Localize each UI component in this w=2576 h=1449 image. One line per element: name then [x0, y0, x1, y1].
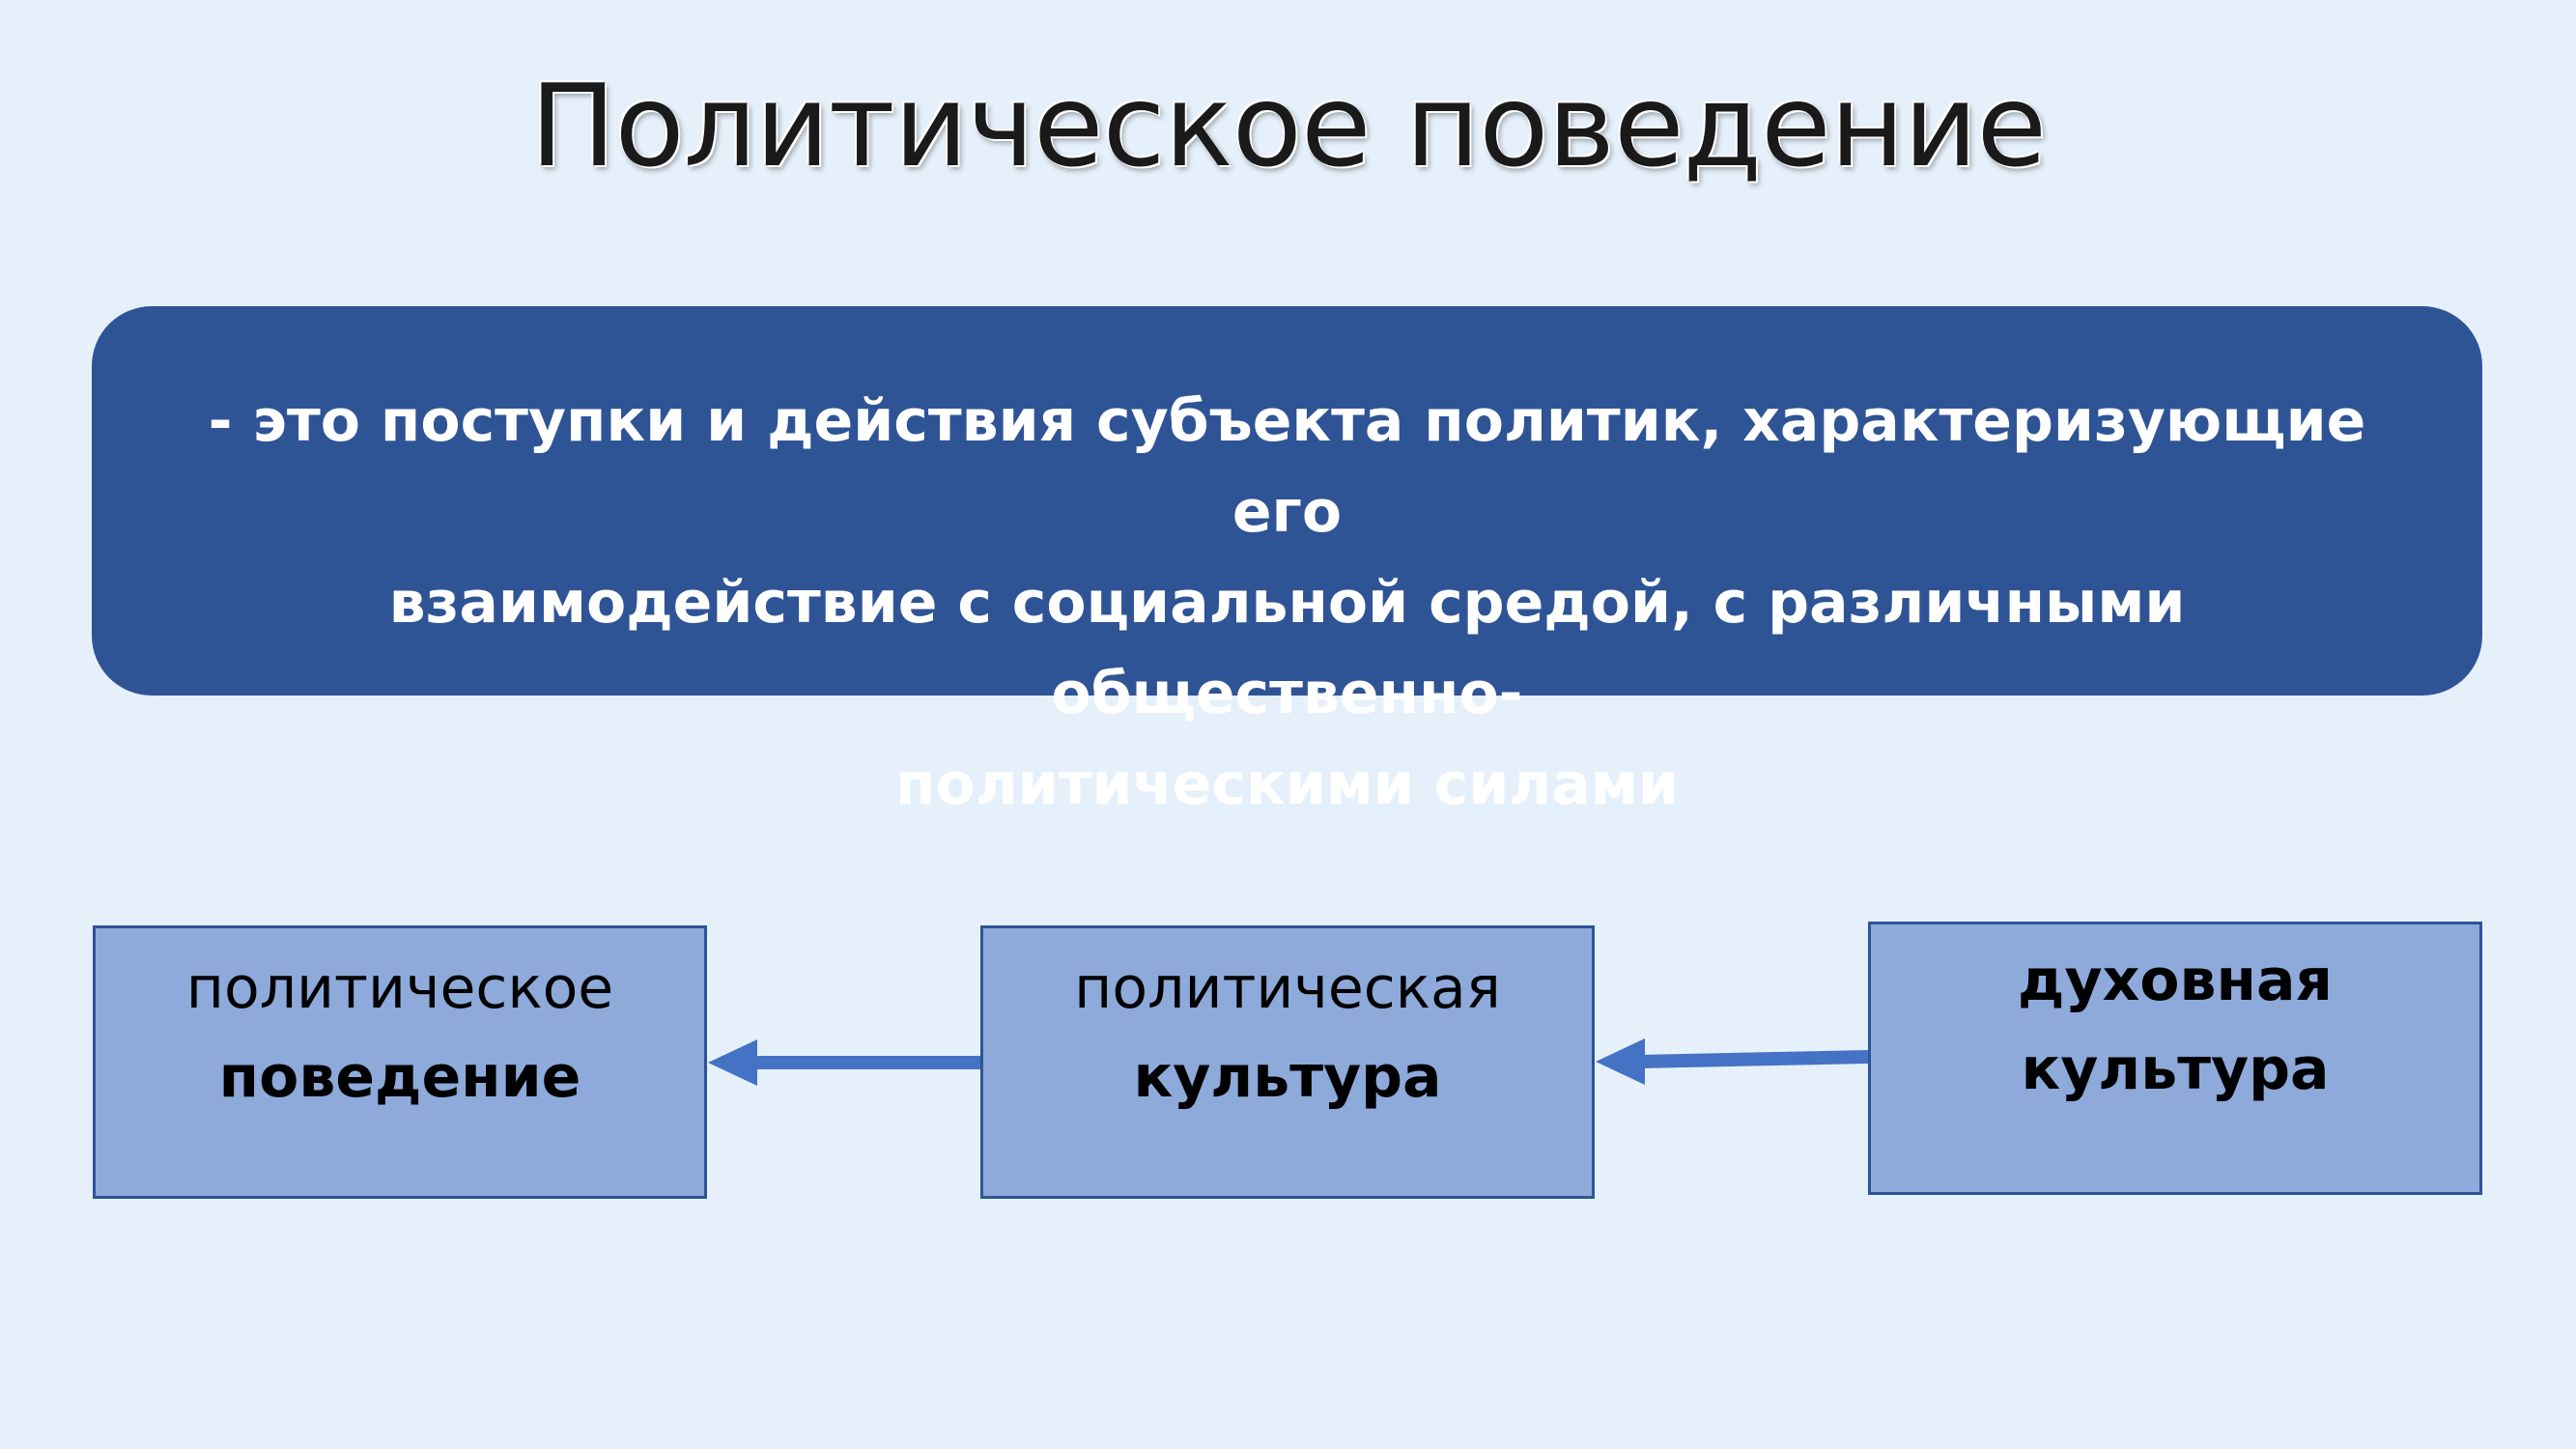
arrow-culture-to-behavior-head — [708, 1039, 757, 1086]
definition-line-1: - это поступки и действия субъекта полит… — [208, 387, 2366, 546]
definition-box: - это поступки и действия субъекта полит… — [92, 306, 2482, 818]
box-political-culture-line-1: политическая — [1074, 954, 1501, 1022]
box-political-culture: политическая культура — [980, 925, 1595, 1199]
box-political-behavior-line-2: поведение — [218, 1043, 581, 1111]
box-spiritual-culture-line-1: духовная — [2018, 947, 2333, 1014]
definition-line-2: взаимодействие с социальной средой, с ра… — [388, 569, 2186, 727]
arrow-spiritual-to-political — [1596, 1038, 1869, 1085]
arrow-spiritual-to-political-shaft — [1638, 1050, 1869, 1068]
arrow-culture-to-behavior — [708, 1039, 980, 1086]
slide-title: Политическое поведение — [529, 59, 2047, 192]
definition-line-3: политическими силами — [895, 751, 1679, 818]
box-political-behavior: политическое поведение — [93, 925, 707, 1199]
box-political-culture-line-2: культура — [1133, 1043, 1442, 1111]
box-spiritual-culture: духовная культура — [1868, 922, 2482, 1195]
box-political-behavior-line-1: политическое — [185, 954, 614, 1022]
box-spiritual-culture-line-2: культура — [2021, 1036, 2330, 1103]
arrow-spiritual-to-political-head — [1596, 1038, 1645, 1085]
